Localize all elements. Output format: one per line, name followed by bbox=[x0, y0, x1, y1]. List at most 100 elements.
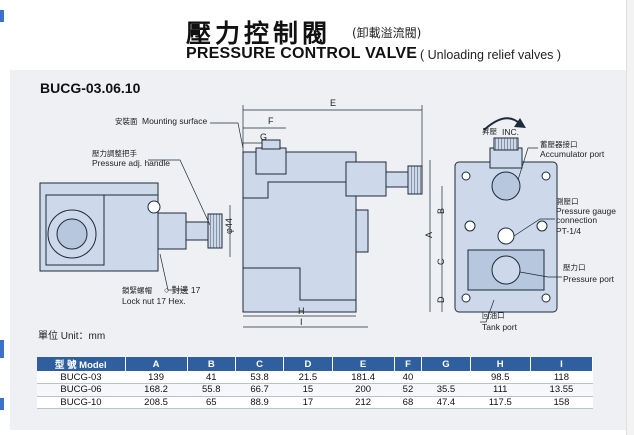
table-cell: 158 bbox=[530, 396, 593, 409]
table-cell: BUCG-03 bbox=[37, 371, 125, 384]
table-cell: 111 bbox=[470, 383, 531, 397]
table-cell: 53.8 bbox=[235, 371, 284, 384]
left-side-view bbox=[39, 182, 231, 272]
top-knob bbox=[493, 137, 519, 151]
header-d: D bbox=[283, 357, 333, 371]
table-cell: 98.5 bbox=[470, 371, 531, 384]
table-cell: 55.8 bbox=[187, 383, 236, 397]
dim-b: B bbox=[436, 208, 446, 214]
front-lock-nut bbox=[385, 171, 409, 188]
title-chinese: 壓力控制閥 bbox=[186, 19, 332, 48]
dim-h: H bbox=[298, 306, 305, 316]
right-dimension-lines bbox=[429, 160, 443, 312]
title-chinese-subtitle: (卸載溢流閥) bbox=[352, 26, 422, 40]
label-gauge-2: connection bbox=[556, 215, 597, 225]
header-e: E bbox=[332, 357, 395, 371]
body-recess bbox=[45, 194, 105, 266]
table-cell: 139 bbox=[125, 371, 188, 384]
table-cell: 212 bbox=[332, 396, 395, 409]
table-cell: 17 bbox=[283, 396, 333, 409]
port-face-view bbox=[454, 137, 558, 313]
left-edge-marker bbox=[0, 10, 4, 22]
table-cell: 41 bbox=[187, 371, 236, 384]
inc-arrowhead bbox=[514, 118, 526, 128]
label-lock-nut: Lock nut 17 Hex. bbox=[122, 296, 186, 306]
inner-contour-lower bbox=[243, 267, 356, 301]
left-leaders bbox=[148, 122, 244, 291]
label-mounting-surface: Mounting surface bbox=[142, 116, 207, 126]
label-pressure-port: Pressure port bbox=[563, 274, 615, 284]
table-cell: 68 bbox=[394, 396, 422, 409]
mounting-bolt bbox=[147, 200, 161, 214]
table-cell: 47.4 bbox=[421, 396, 471, 409]
table-cell: 21.5 bbox=[283, 371, 333, 384]
label-pressure-port-zh: 壓力口 bbox=[563, 262, 586, 272]
top-plug bbox=[261, 139, 281, 150]
label-gauge-3: PT-1/4 bbox=[556, 226, 581, 236]
dim-i: I bbox=[300, 317, 303, 327]
dim-c: C bbox=[436, 258, 446, 265]
left-edge-marker bbox=[0, 398, 4, 410]
label-lock-nut-open: ○ 對邊 17 bbox=[164, 285, 201, 295]
table-row: BUCG-06 168.2 55.8 66.7 15 200 52 35.5 1… bbox=[37, 383, 593, 397]
table-cell: 181.4 bbox=[332, 371, 395, 384]
dim-f: F bbox=[268, 116, 274, 126]
label-tank-port-zh: 回油口 bbox=[482, 310, 505, 320]
table-cell: 118 bbox=[530, 371, 593, 384]
table-cell: 35.5 bbox=[421, 383, 471, 397]
dim-a: A bbox=[424, 232, 434, 238]
header-model: 型 號 Model bbox=[37, 357, 126, 371]
label-inc: INC. bbox=[502, 127, 519, 137]
table-cell: 65 bbox=[187, 396, 236, 409]
inner-contour bbox=[243, 181, 346, 199]
pressure-port-circle bbox=[491, 255, 521, 285]
unit-label: 單位 Unit：mm bbox=[38, 331, 106, 342]
header-f: F bbox=[394, 357, 423, 371]
gauge-port-circle bbox=[497, 227, 515, 245]
dim-g: G bbox=[260, 132, 267, 142]
top-adjuster bbox=[489, 147, 523, 169]
front-view bbox=[242, 139, 423, 313]
label-inc-zh: 昇壓 bbox=[482, 127, 497, 136]
table-cell: 200 bbox=[332, 383, 395, 397]
lock-nut bbox=[185, 221, 209, 241]
table-cell: 117.5 bbox=[470, 396, 531, 409]
left-edge bbox=[0, 0, 6, 435]
table-cell: BUCG-06 bbox=[37, 383, 125, 397]
header-a: A bbox=[125, 357, 188, 371]
accumulator-port-circle bbox=[491, 171, 521, 201]
label-accumulator: Accumulator port bbox=[540, 149, 605, 159]
spec-table: 型 號 Model A B C D E F G H I BUCG-03 139 … bbox=[37, 357, 594, 409]
adjuster-block bbox=[345, 161, 387, 197]
table-row: BUCG-10 208.5 65 88.9 17 212 68 47.4 117… bbox=[37, 396, 593, 409]
table-row: BUCG-03 139 41 53.8 21.5 181.4 40 98.5 1… bbox=[37, 371, 593, 384]
table-cell: 168.2 bbox=[125, 383, 188, 397]
top-cap bbox=[255, 147, 287, 175]
header-i: I bbox=[530, 357, 594, 371]
table-cell: 88.9 bbox=[235, 396, 284, 409]
table-cell: 52 bbox=[394, 383, 422, 397]
table-cell: BUCG-10 bbox=[37, 396, 125, 409]
body-port-inner bbox=[56, 218, 88, 250]
label-pressure-adj: Pressure adj. handle bbox=[92, 158, 170, 168]
table-cell: 40 bbox=[394, 371, 422, 384]
dim-d: D bbox=[436, 296, 446, 303]
table-cell: 13.55 bbox=[530, 383, 593, 397]
label-gauge-1: Pressure gauge bbox=[556, 206, 616, 216]
table-cell bbox=[421, 371, 471, 384]
title-english: PRESSURE CONTROL VALVE bbox=[186, 45, 418, 62]
header-c: C bbox=[235, 357, 285, 371]
label-lock-nut-zh: 鎖緊螺帽 bbox=[122, 285, 152, 295]
header-g: G bbox=[421, 357, 471, 371]
label-pressure-adj-zh: 壓力調整把手 bbox=[92, 148, 137, 158]
front-dimension-lines bbox=[242, 105, 423, 328]
side-step bbox=[355, 209, 369, 253]
left-edge-marker bbox=[0, 340, 4, 358]
table-cell: 66.7 bbox=[235, 383, 284, 397]
header-b: B bbox=[187, 357, 236, 371]
dim-phi44: φ44 bbox=[224, 218, 234, 234]
model-code: BUCG-03.06.10 bbox=[40, 80, 141, 96]
right-scroll-edge[interactable] bbox=[626, 0, 634, 435]
title-english-subtitle: ( Unloading relief valves ) bbox=[420, 48, 562, 62]
